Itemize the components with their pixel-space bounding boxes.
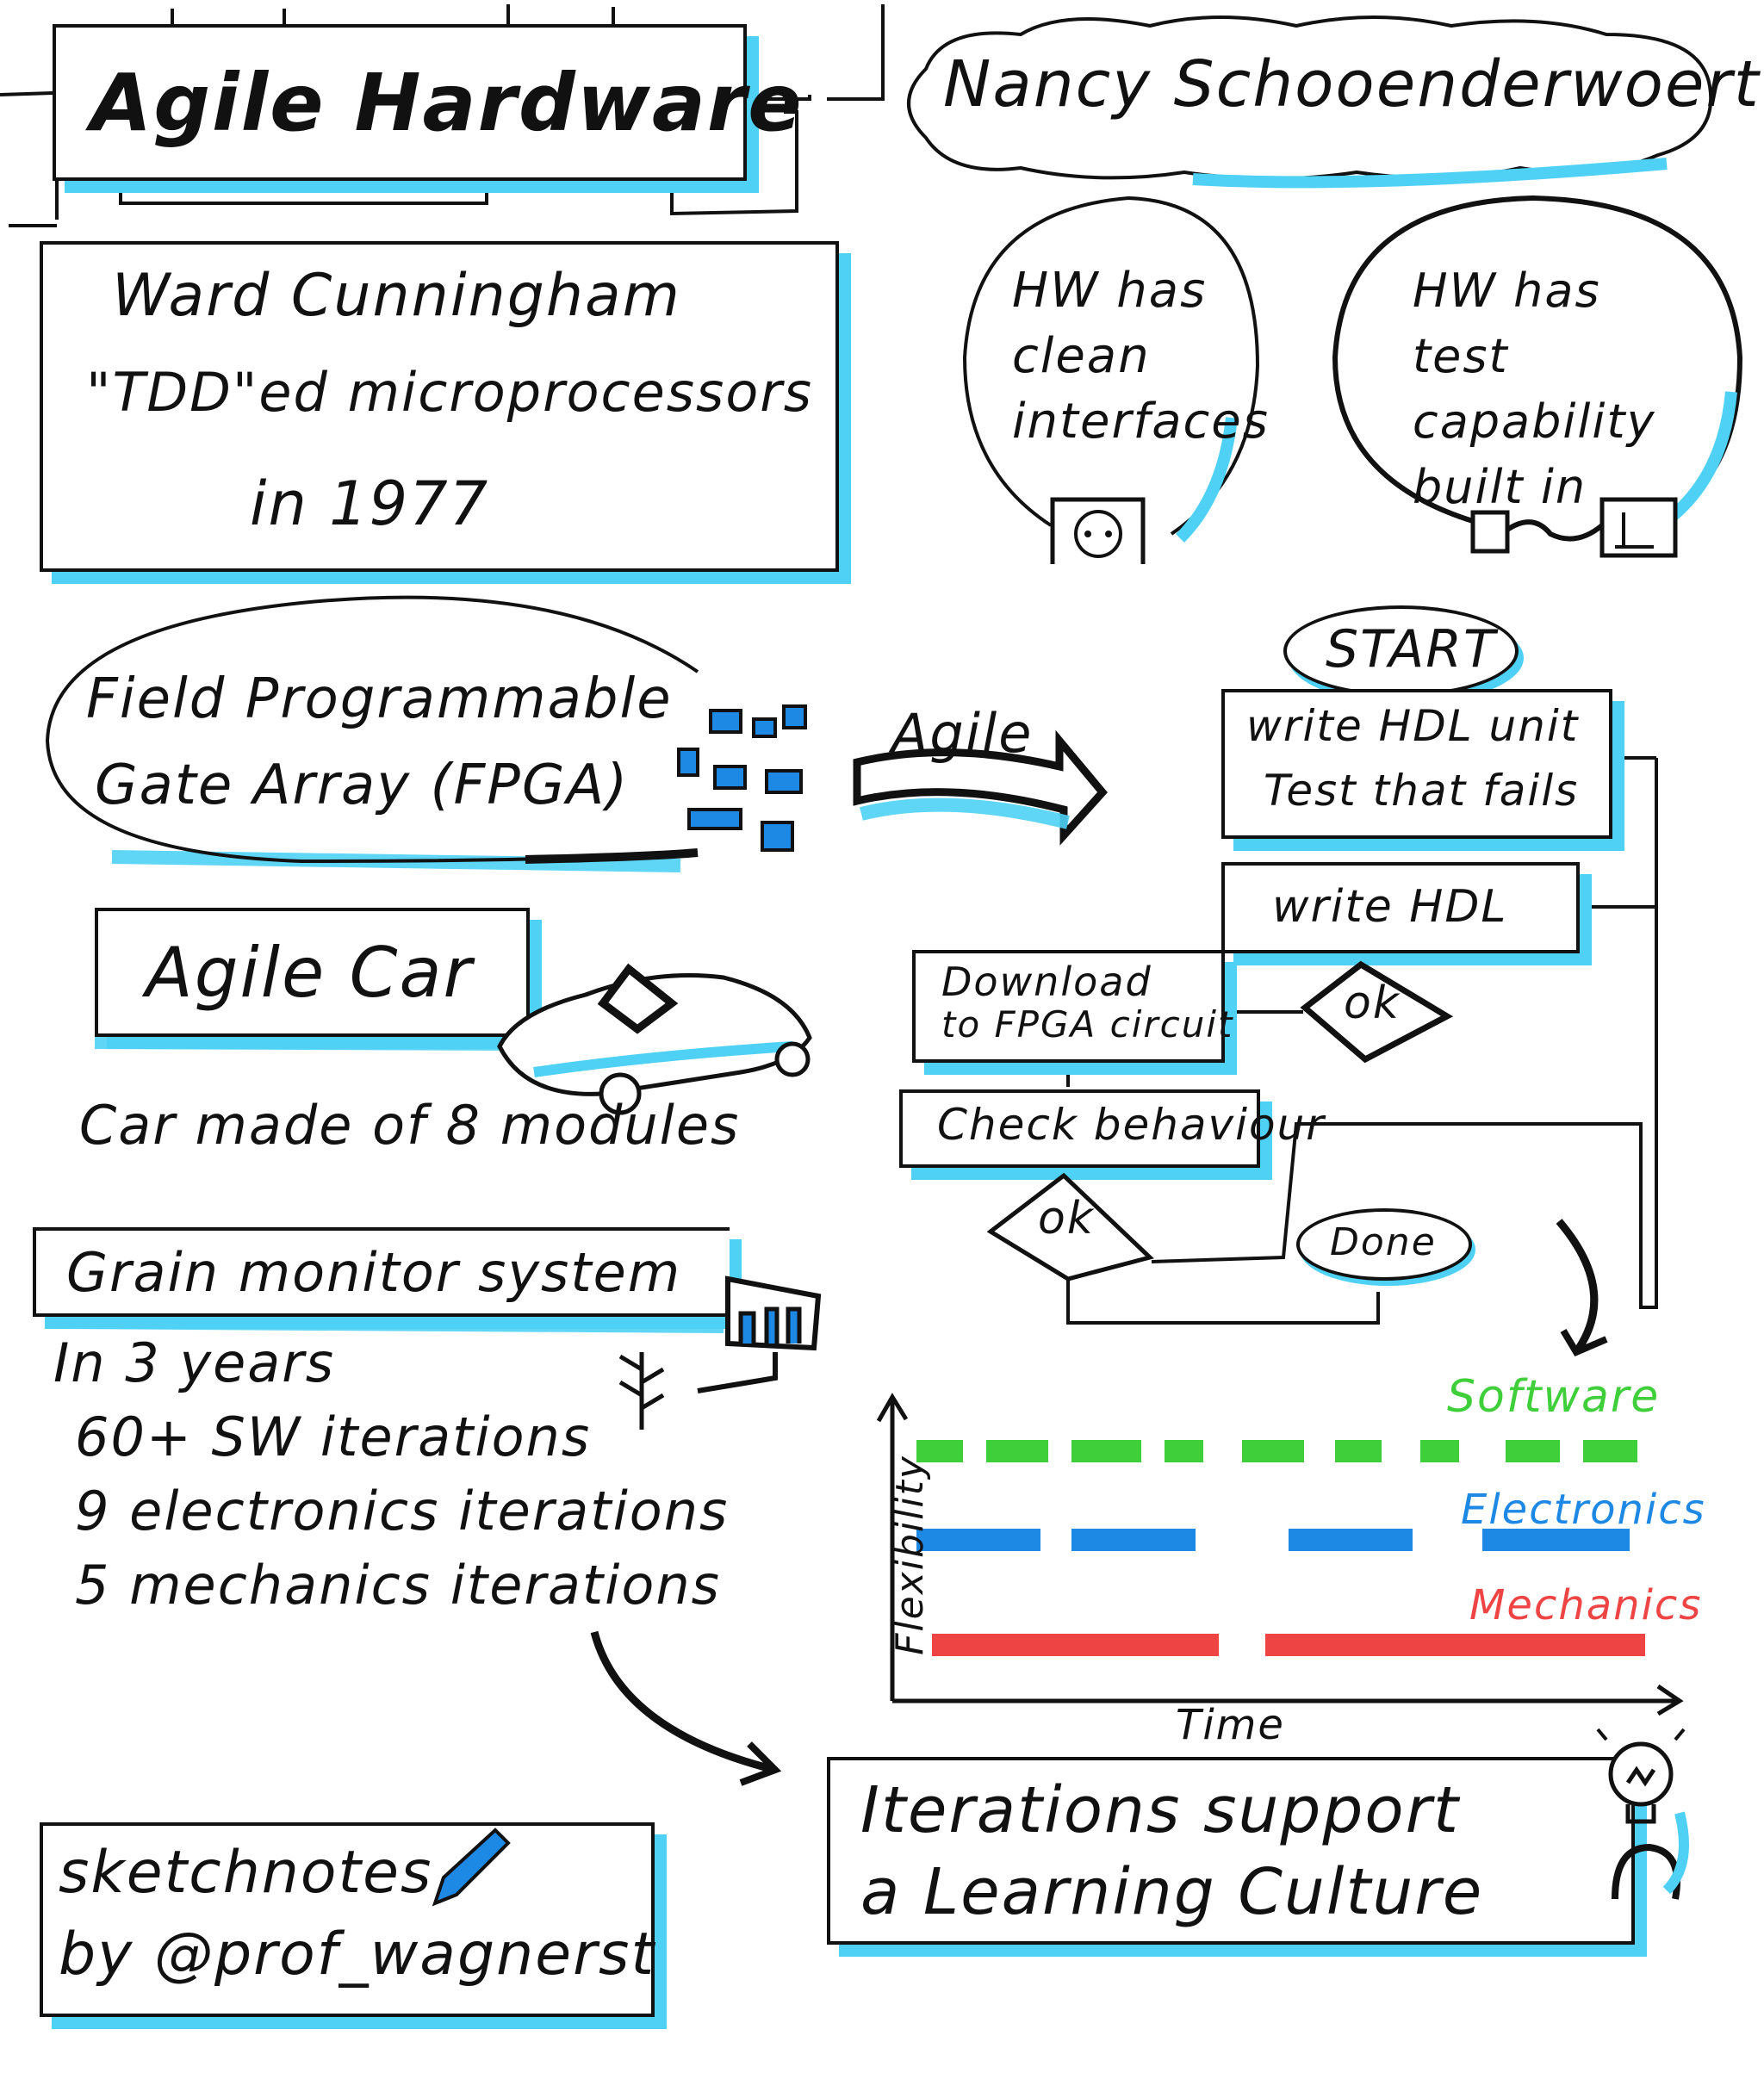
grain-fact-3: 9 electronics iterations: [75, 1480, 730, 1542]
page-title: Agile Hardware: [90, 57, 804, 149]
bubble-2-line-3: built in: [1413, 460, 1587, 514]
step3-line-1: Download: [941, 959, 1152, 1005]
power-socket-icon: [1050, 497, 1146, 564]
bubble-1-line-3: interfaces: [1012, 394, 1270, 450]
step3-line-2: to FPGA circuit: [941, 1003, 1234, 1046]
flowchart-done-label: Done: [1330, 1220, 1437, 1264]
chart-segment-software: [1165, 1440, 1203, 1462]
flowchart-done: Done: [1296, 1208, 1472, 1281]
chart-segment-mechanics: [932, 1634, 1219, 1656]
flowchart-start-label: START: [1326, 619, 1497, 680]
chart-segment-software: [1420, 1440, 1459, 1462]
lightbulb-idea-icon: [1596, 1728, 1689, 1900]
agile-arrow-label: Agile: [891, 702, 1034, 765]
speaker-name: Nancy Schooenderwoert: [943, 47, 1761, 121]
chart-segment-mechanics: [1265, 1634, 1645, 1656]
legend-mechanics: Mechanics: [1469, 1581, 1703, 1629]
bubble-clean-interfaces-shape: [962, 195, 1260, 564]
conclusion-line-1: Iterations support: [860, 1773, 1461, 1847]
ward-line-1: Ward Cunningham: [112, 262, 681, 330]
speaker-cloud-shape: [907, 16, 1713, 189]
chart-segment-electronics: [1071, 1529, 1196, 1551]
car-icon: [497, 963, 812, 1115]
grain-monitor-title: Grain monitor system: [66, 1241, 682, 1304]
chart-y-label: Flexibility: [887, 1455, 932, 1655]
agile-car-box: Agile Car: [95, 908, 530, 1037]
ward-line-3: in 1977: [250, 469, 490, 539]
agile-car-title: Agile Car: [146, 933, 474, 1013]
credits-line-2: by @prof_wagnerst: [59, 1921, 656, 1989]
step2-label: write HDL: [1272, 881, 1508, 933]
chart-segment-software: [1506, 1440, 1560, 1462]
flowchart-step-write-test: write HDL unit Test that fails: [1221, 689, 1612, 839]
chart-segment-software: [1242, 1440, 1304, 1462]
chart-segment-software: [986, 1440, 1048, 1462]
step1-line-2: Test that fails: [1264, 766, 1580, 816]
grain-monitor-box: Grain monitor system: [33, 1227, 730, 1317]
flowchart-decision-2: [986, 1172, 1154, 1282]
bubble-test-capability-shape: [1332, 195, 1743, 558]
grain-facts: In 3 years 60+ SW iterations 9 electroni…: [53, 1326, 729, 1623]
credits-box: sketchnotes by @prof_wagnerst: [40, 1822, 655, 2017]
step4-label: Check behaviour: [937, 1100, 1326, 1150]
chart-segment-electronics: [1482, 1529, 1630, 1551]
chart-x-label: Time: [1176, 1701, 1285, 1749]
chart-segment-electronics: [916, 1529, 1040, 1551]
pen-icon: [432, 1828, 511, 1907]
credits-line-1: sketchnotes: [59, 1839, 433, 1907]
flowchart-decision-1: [1300, 960, 1454, 1064]
ward-cunningham-box: Ward Cunningham "TDD"ed microprocessors …: [40, 241, 839, 572]
bubble-1-line-1: HW has: [1012, 263, 1208, 319]
conclusion-line-2: a Learning Culture: [860, 1855, 1484, 1929]
flowchart-start: START: [1283, 605, 1519, 697]
flowchart-step-download: Download to FPGA circuit: [912, 950, 1233, 1063]
legend-software: Software: [1447, 1371, 1661, 1423]
chart-segment-software: [1071, 1440, 1141, 1462]
bubble-1-line-2: clean: [1012, 328, 1151, 384]
grain-fact-2: 60+ SW iterations: [75, 1406, 592, 1468]
test-probe-icon: [1470, 497, 1678, 558]
chart-segment-electronics: [1289, 1529, 1413, 1551]
car-caption: Car made of 8 modules: [79, 1094, 741, 1157]
flowchart-step-write-hdl: write HDL: [1221, 862, 1580, 953]
decision-2-label: ok: [1038, 1193, 1095, 1244]
bubble-clean-interfaces-text: HW has clean interfaces: [1012, 258, 1270, 455]
fpga-line-2: Gate Array (FPGA): [95, 754, 630, 817]
grain-fact-1: In 3 years: [53, 1331, 336, 1394]
bubble-2-line-1: HW has: [1413, 264, 1601, 318]
ward-line-2: "TDD"ed microprocessors: [86, 361, 814, 424]
step1-line-1: write HDL unit: [1246, 701, 1580, 751]
legend-electronics: Electronics: [1461, 1486, 1706, 1534]
fpga-ellipse-shape: [45, 595, 699, 864]
bubble-2-line-2: test capability: [1413, 329, 1656, 449]
title-box: Agile Hardware: [53, 24, 802, 181]
chart-segment-software: [1335, 1440, 1382, 1462]
bubble-test-capability-text: HW has test capability built in: [1413, 258, 1764, 520]
chart-segment-software: [916, 1440, 963, 1462]
flexibility-chart: [916, 1440, 1645, 1656]
fpga-line-1: Field Programmable: [86, 667, 673, 731]
decision-1-label: ok: [1344, 977, 1401, 1029]
grain-fact-4: 5 mechanics iterations: [75, 1554, 721, 1617]
chart-segment-software: [1583, 1440, 1637, 1462]
bar-chart-icon: [725, 1275, 822, 1351]
logic-blocks-icon: [677, 704, 807, 852]
conclusion-box: Iterations support a Learning Culture: [827, 1757, 1635, 1945]
flowchart-step-check-behaviour: Check behaviour: [899, 1089, 1324, 1168]
